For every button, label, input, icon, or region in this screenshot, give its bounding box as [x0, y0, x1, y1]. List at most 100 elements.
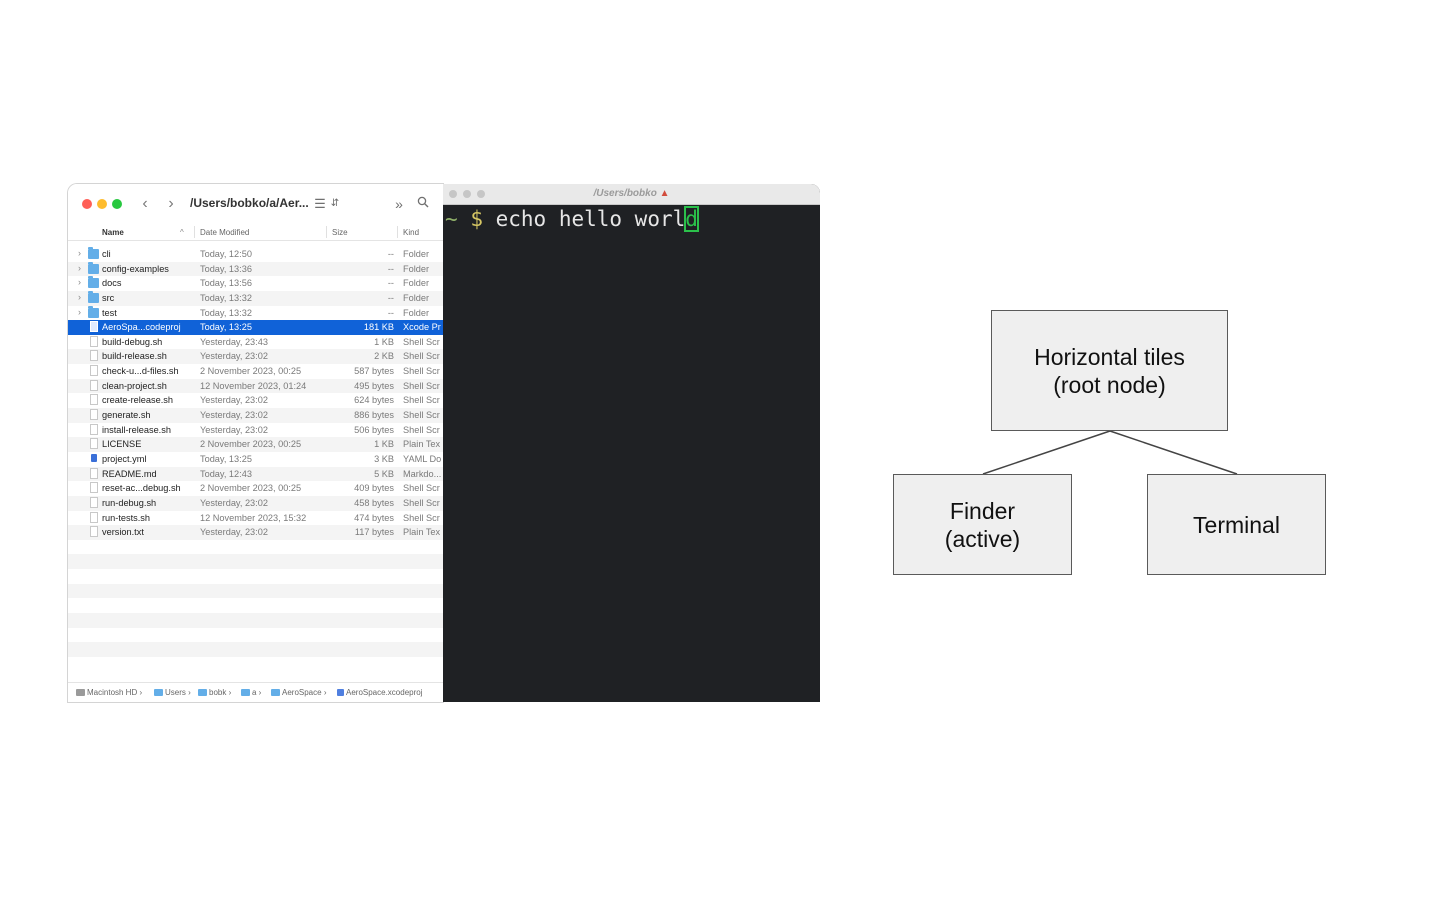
- file-size: 624 bytes: [354, 395, 394, 406]
- list-view-icon[interactable]: ☰: [314, 196, 326, 211]
- file-kind: Shell Scr: [403, 351, 440, 362]
- file-size: --: [387, 278, 394, 289]
- file-date: Yesterday, 23:02: [200, 351, 268, 362]
- file-kind: Markdo...: [403, 468, 442, 479]
- disclosure-chevron-icon[interactable]: ›: [78, 248, 81, 258]
- view-options-chevron-icon[interactable]: ⇵: [330, 198, 340, 209]
- file-kind: Folder: [403, 307, 430, 318]
- empty-row: [68, 583, 443, 599]
- yaml-icon: [91, 453, 97, 462]
- terminal-window[interactable]: /Users/bobko ▲ ~ $ echo hello world: [443, 184, 820, 702]
- file-size: 409 bytes: [354, 483, 394, 494]
- file-date: 12 November 2023, 15:32: [200, 512, 307, 523]
- disclosure-chevron-icon[interactable]: ›: [78, 306, 81, 317]
- path-crumb[interactable]: Macintosh HD ›: [76, 688, 142, 697]
- column-size[interactable]: Size: [332, 228, 348, 237]
- path-crumb[interactable]: AeroSpace ›: [271, 688, 326, 697]
- file-kind: Folder: [403, 263, 430, 274]
- zoom-button[interactable]: [477, 190, 485, 198]
- file-date: Today, 13:56: [200, 278, 252, 289]
- edge-root-terminal: [1109, 430, 1238, 475]
- file-row[interactable]: › config-examples Today, 13:36 -- Folder: [68, 261, 443, 277]
- disclosure-chevron-icon[interactable]: ›: [78, 291, 81, 302]
- file-name: AeroSpa...codeproj: [102, 322, 181, 333]
- file-size: 506 bytes: [354, 424, 394, 435]
- terminal-prompt-line: ~ $ echo hello world: [445, 206, 699, 232]
- file-size: --: [387, 263, 394, 274]
- file-size: 1 KB: [374, 336, 394, 347]
- path-crumb[interactable]: bobk ›: [198, 688, 231, 697]
- empty-row: [68, 642, 443, 657]
- file-name: version.txt: [102, 527, 144, 538]
- minimize-button[interactable]: [463, 190, 471, 198]
- zoom-button[interactable]: [112, 199, 122, 209]
- window-title: /Users/bobko/a/Aer...: [190, 196, 308, 210]
- column-name[interactable]: Name: [102, 228, 124, 237]
- close-button[interactable]: [449, 190, 457, 198]
- document-icon: [90, 409, 98, 421]
- file-date: Today, 12:43: [200, 468, 252, 479]
- path-separator-icon: ›: [185, 688, 191, 697]
- file-size: 458 bytes: [354, 497, 394, 508]
- file-name: README.md: [102, 468, 157, 479]
- disclosure-chevron-icon[interactable]: ›: [78, 277, 81, 288]
- file-size: 886 bytes: [354, 410, 394, 421]
- folder-icon: [198, 689, 207, 696]
- search-icon[interactable]: [415, 194, 431, 214]
- sort-ascending-icon[interactable]: ^: [180, 228, 184, 237]
- folder-icon: [88, 261, 99, 274]
- file-date: Yesterday, 23:02: [200, 395, 268, 406]
- hard-drive-icon: [76, 689, 85, 696]
- path-bar: Macintosh HD › Users › bobk › a › AeroSpace …: [68, 682, 443, 702]
- file-date: 2 November 2023, 00:25: [200, 439, 302, 450]
- file-name: reset-ac...debug.sh: [102, 483, 181, 494]
- path-crumb-label: a: [252, 688, 257, 697]
- column-date-modified[interactable]: Date Modified: [200, 228, 250, 237]
- file-name: run-debug.sh: [102, 497, 157, 508]
- file-kind: Folder: [403, 278, 430, 289]
- minimize-button[interactable]: [97, 199, 107, 209]
- path-crumb[interactable]: AeroSpace.xcodeproj: [337, 688, 423, 697]
- file-name: test: [102, 307, 117, 318]
- path-crumb-label: AeroSpace: [282, 688, 322, 697]
- path-separator-icon: ›: [256, 688, 262, 697]
- document-icon: [90, 423, 98, 435]
- toolbar-overflow-icon[interactable]: »: [395, 196, 403, 212]
- finder-node-label: Finder (active): [944, 497, 1021, 552]
- file-kind: Plain Tex: [403, 527, 441, 538]
- back-chevron-icon[interactable]: ‹: [142, 195, 148, 212]
- column-kind[interactable]: Kind: [403, 228, 420, 237]
- path-crumb-label: AeroSpace.xcodeproj: [346, 688, 423, 697]
- close-button[interactable]: [82, 199, 92, 209]
- file-kind: Shell Scr: [403, 395, 440, 406]
- file-name: config-examples: [102, 263, 169, 274]
- path-crumb[interactable]: Users ›: [154, 688, 191, 697]
- disclosure-chevron-icon[interactable]: ›: [78, 262, 81, 273]
- folder-icon: [241, 689, 250, 696]
- file-size: 2 KB: [374, 351, 394, 362]
- file-date: 2 November 2023, 00:25: [200, 366, 302, 377]
- terminal-node-label: Terminal: [1193, 511, 1280, 538]
- forward-chevron-icon[interactable]: ›: [168, 195, 174, 212]
- path-crumb[interactable]: a ›: [241, 688, 261, 697]
- file-date: Today, 13:36: [200, 263, 252, 274]
